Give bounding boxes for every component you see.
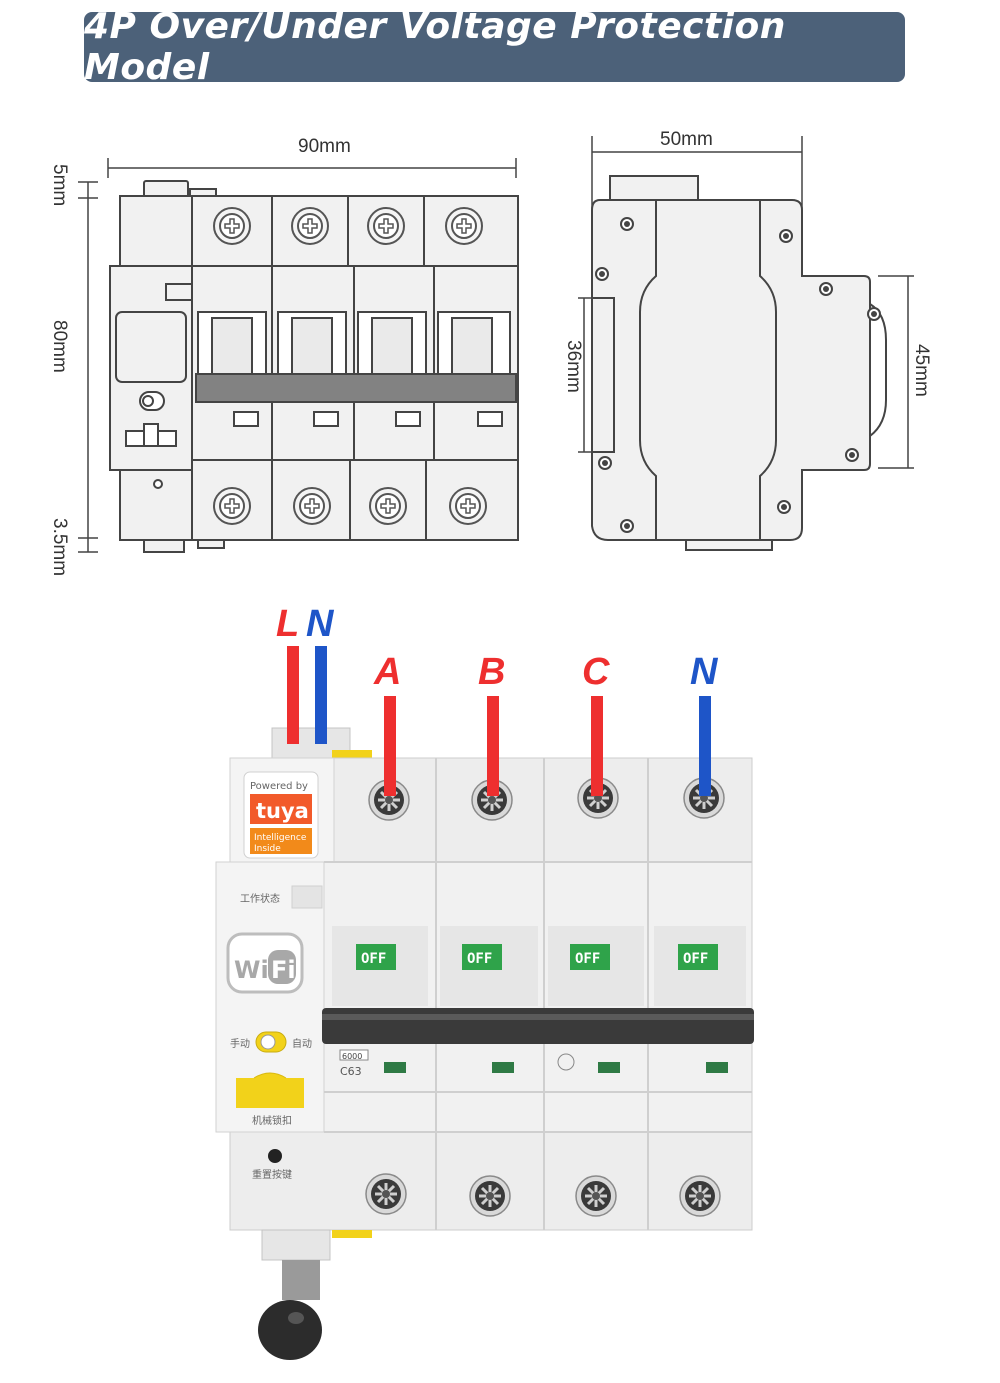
manual-label: 手动 [230, 1037, 250, 1050]
breaker-handle-bar[interactable] [322, 1008, 754, 1044]
tuya-tagline-1: Intelligence [254, 833, 307, 843]
breaker-state-3: OFF [575, 951, 600, 967]
dim-side-depth: 50mm [660, 129, 713, 150]
wires [287, 646, 711, 796]
breaker-state-1: OFF [361, 951, 386, 967]
dim-height: 80mm [49, 320, 70, 373]
wire-l [287, 646, 299, 744]
dim-front-face-height: 45mm [911, 344, 932, 397]
lock-label: 机械锁扣 [252, 1114, 292, 1127]
dim-front-width: 90mm [298, 136, 351, 157]
wire-n-control [315, 646, 327, 744]
dim-top-offset: 5mm [49, 164, 70, 206]
rating-box: 6000 [342, 1052, 362, 1061]
side-view-drawing [578, 136, 914, 551]
device-photo: Powered by tuya Intelligence Inside 工作状态… [215, 646, 754, 1360]
wiring-labels: L N A B C N [276, 603, 719, 693]
reset-button[interactable] [268, 1149, 282, 1163]
breaker-toggles: OFF OFF OFF OFF [332, 926, 746, 1006]
auto-label: 自动 [292, 1037, 312, 1050]
phase-label-a: A [373, 651, 401, 693]
wire-b [487, 696, 499, 796]
breaker-state-2: OFF [467, 951, 492, 967]
wire-c [591, 696, 603, 796]
rating-label: C63 [340, 1065, 362, 1078]
tuya-tagline-2: Inside [254, 844, 281, 854]
front-view-drawing [78, 158, 519, 553]
dim-bottom-offset: 3.5mm [49, 518, 70, 576]
tuya-logo: tuya [256, 799, 309, 823]
status-label: 工作状态 [240, 892, 280, 905]
wifi-logo-wi: Wi [234, 956, 269, 984]
phase-label-n: N [690, 651, 719, 693]
tuya-powered-by: Powered by [250, 781, 308, 792]
wire-a [384, 696, 396, 796]
breaker-state-4: OFF [683, 951, 708, 967]
control-label-n: N [306, 603, 335, 645]
title-banner: 4P Over/Under Voltage Protection Model [84, 6, 905, 88]
front-dimension-lines [78, 158, 517, 553]
control-label-l: L [276, 603, 299, 645]
phase-label-c: C [582, 651, 610, 693]
reset-label: 重置按键 [252, 1168, 292, 1181]
wire-n [699, 696, 711, 796]
wifi-logo-fi: Fi [271, 956, 296, 984]
page-title: 4P Over/Under Voltage Protection Model [84, 6, 786, 88]
dim-rail-height: 36mm [563, 340, 584, 393]
phase-label-b: B [478, 651, 505, 693]
